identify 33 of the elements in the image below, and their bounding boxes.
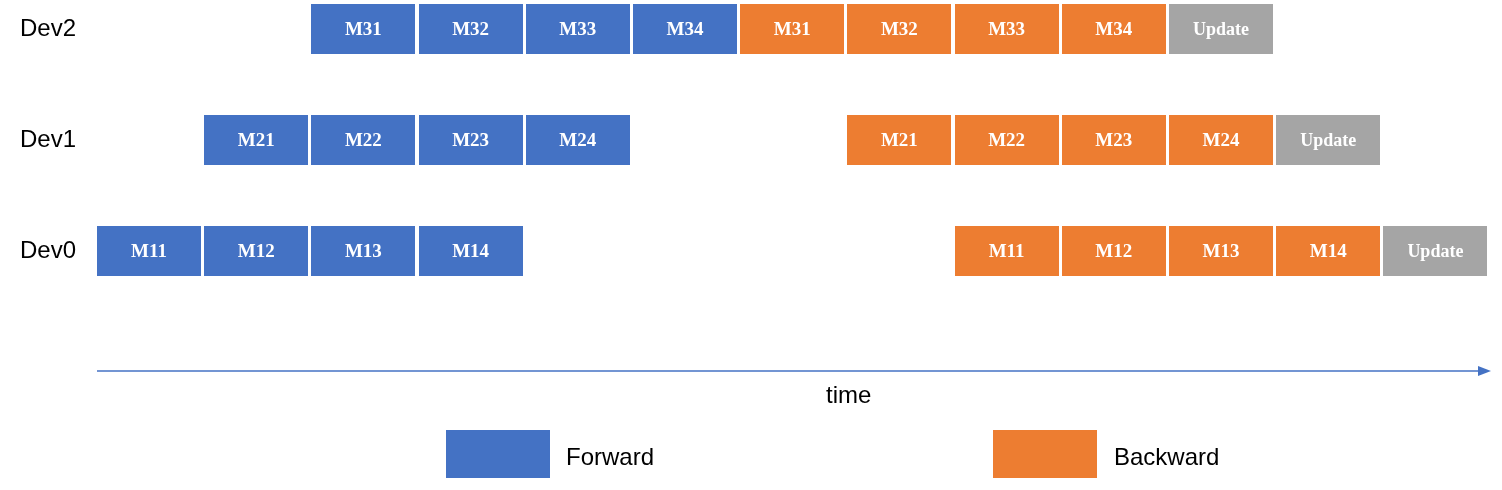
- backward-block: M21: [847, 115, 952, 165]
- axis-label: time: [826, 381, 872, 409]
- forward-block: M22: [311, 115, 416, 165]
- forward-block: M31: [311, 4, 416, 54]
- backward-block: M33: [954, 4, 1059, 54]
- backward-block: M34: [1061, 4, 1166, 54]
- device-label: Dev1: [20, 125, 77, 153]
- update-block: Update: [1169, 4, 1273, 54]
- device-label: Dev0: [20, 236, 77, 264]
- backward-block: M22: [954, 115, 1059, 165]
- forward-block: M21: [204, 115, 309, 165]
- backward-block: M23: [1061, 115, 1166, 165]
- forward-block: M33: [525, 4, 630, 54]
- legend-label: Forward: [566, 443, 655, 471]
- backward-block: M31: [740, 4, 845, 54]
- forward-block: M23: [418, 115, 523, 165]
- backward-block: M13: [1169, 226, 1273, 276]
- backward-block: M12: [1061, 226, 1166, 276]
- forward-block: M34: [633, 4, 737, 54]
- forward-block: M24: [525, 115, 630, 165]
- forward-block: M14: [418, 226, 523, 276]
- backward-block: M11: [954, 226, 1059, 276]
- update-block: Update: [1383, 226, 1488, 276]
- backward-block: M32: [847, 4, 952, 54]
- backward-block: M14: [1276, 226, 1381, 276]
- forward-block: M11: [97, 226, 201, 276]
- forward-block: M32: [418, 4, 523, 54]
- backward-block: M24: [1169, 115, 1273, 165]
- legend-label: Backward: [1114, 443, 1220, 471]
- forward-block: M13: [311, 226, 416, 276]
- forward-block: M12: [204, 226, 309, 276]
- device-label: Dev2: [20, 14, 77, 42]
- update-block: Update: [1276, 115, 1381, 165]
